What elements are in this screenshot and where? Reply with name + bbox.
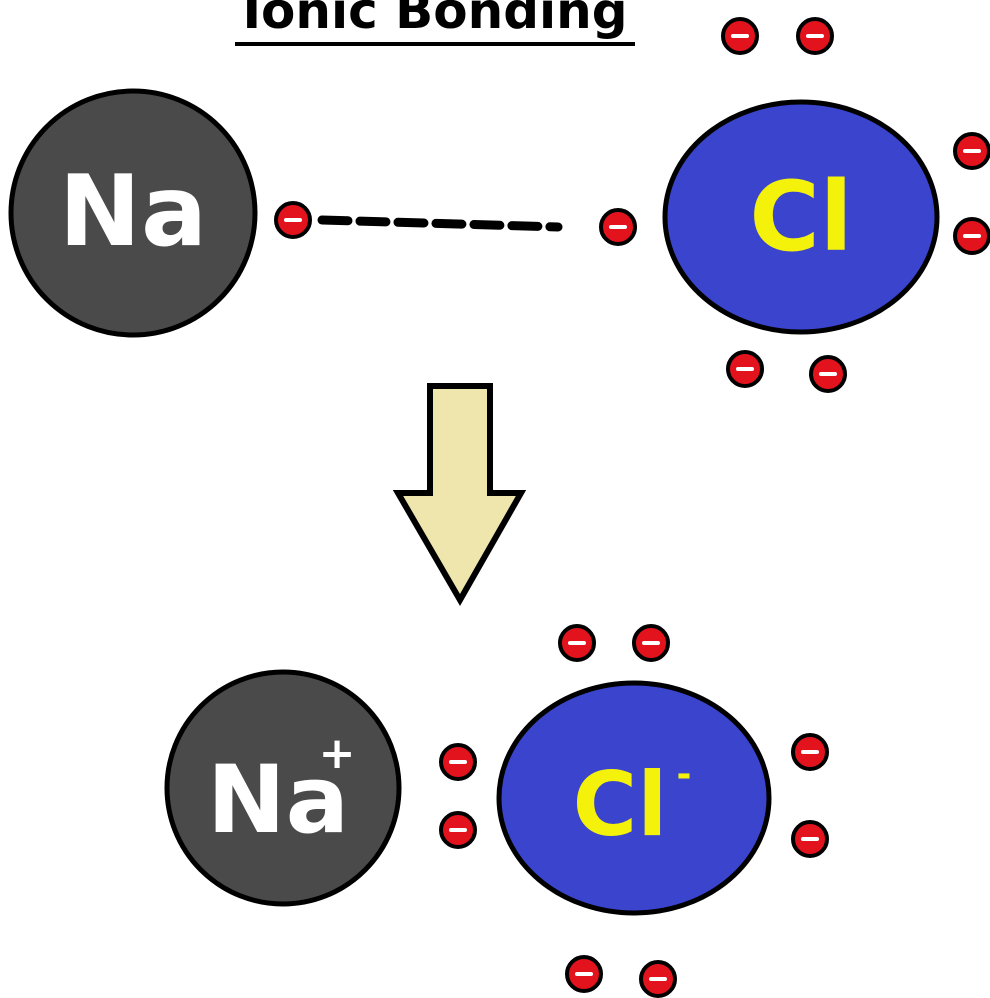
chlorine-label-top: Cl: [749, 161, 852, 273]
electron-ion-left-2: [439, 811, 477, 849]
down-arrow: [392, 383, 527, 607]
sodium-atom-top-circle: [8, 88, 258, 338]
electron-cl-top-1: [721, 17, 759, 55]
chlorine-ion-bottom: Cl -: [496, 680, 772, 916]
electron-ion-top-2: [632, 624, 670, 662]
sodium-label-top: Na: [59, 155, 207, 269]
chlorine-atom-top-circle: [662, 99, 940, 335]
chlorine-label-bottom: Cl: [573, 753, 668, 856]
electron-cl-left: [599, 208, 637, 246]
electron-cl-right-2: [953, 217, 990, 255]
chlorine-atom-top: Cl: [662, 99, 940, 335]
sodium-atom-top: Na: [8, 88, 258, 338]
electron-ion-right-1: [791, 733, 829, 771]
sodium-ion-circle: [164, 669, 402, 907]
sodium-ion-bottom: Na +: [164, 669, 402, 907]
electron-cl-top-2: [796, 17, 834, 55]
electron-ion-left-1: [439, 743, 477, 781]
sodium-label-bottom: Na: [207, 746, 349, 855]
electron-ion-bottom-2: [639, 960, 677, 998]
diagram-title: Ionic Bonding: [242, 0, 627, 40]
electron-cl-bottom-1: [726, 350, 764, 388]
electron-ion-bottom-1: [565, 955, 603, 993]
electron-na-outer: [274, 201, 312, 239]
chlorine-ion-circle: [496, 680, 772, 916]
electron-cl-right-1: [953, 132, 990, 170]
sodium-charge: +: [319, 728, 356, 779]
chlorine-charge: -: [677, 754, 692, 795]
electron-ion-top-1: [558, 624, 596, 662]
electron-ion-right-2: [791, 820, 829, 858]
electron-cl-bottom-2: [809, 355, 847, 393]
electron-transfer-path: [317, 215, 563, 232]
